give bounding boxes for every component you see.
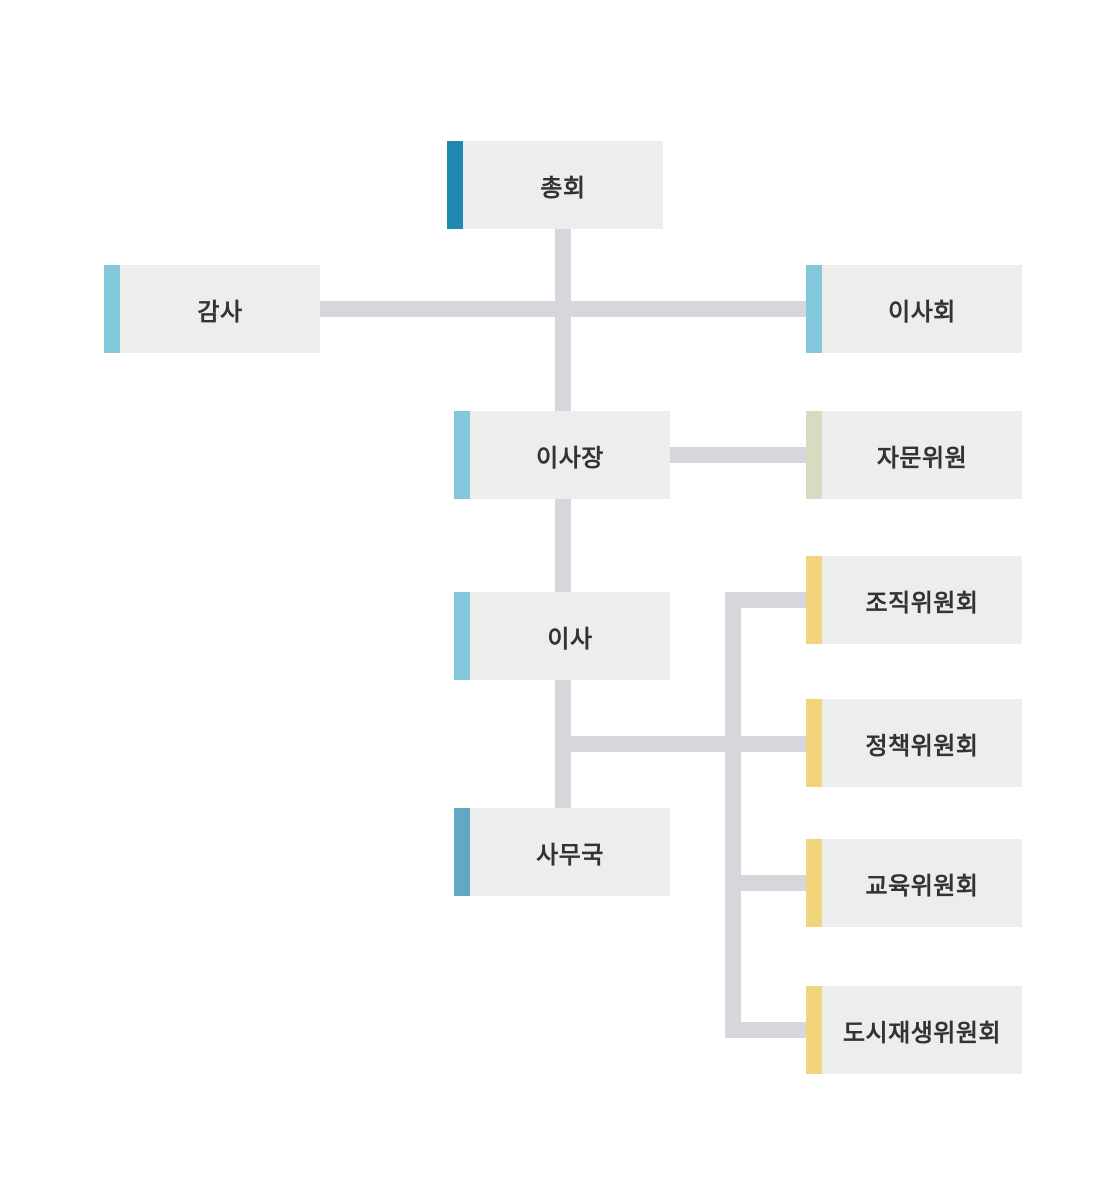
accent-bar xyxy=(454,808,470,896)
accent-bar xyxy=(454,411,470,499)
connector-committee-organization xyxy=(733,592,808,608)
accent-bar xyxy=(806,986,822,1074)
accent-bar xyxy=(806,265,822,353)
connector-committee-education xyxy=(733,875,808,891)
node-advisors: 자문위원 xyxy=(806,411,1022,499)
connector-committee-vertical xyxy=(725,592,741,1038)
accent-bar xyxy=(104,265,120,353)
node-chairman: 이사장 xyxy=(454,411,670,499)
node-general-assembly: 총회 xyxy=(447,141,663,229)
node-label: 이사회 xyxy=(888,297,956,326)
node-secretariat: 사무국 xyxy=(454,808,670,896)
connector-chairman-advisors xyxy=(670,447,808,463)
accent-bar xyxy=(806,411,822,499)
node-label: 사무국 xyxy=(536,840,604,869)
node-label: 감사 xyxy=(197,297,243,326)
node-label: 이사 xyxy=(547,624,593,653)
accent-bar xyxy=(447,141,463,229)
accent-bar xyxy=(806,556,822,644)
node-label: 자문위원 xyxy=(876,443,968,472)
node-board: 이사회 xyxy=(806,265,1022,353)
node-auditor: 감사 xyxy=(104,265,320,353)
node-committee-education: 교육위원회 xyxy=(806,839,1022,927)
node-label: 이사장 xyxy=(536,443,604,472)
connector-committee-urban-regeneration xyxy=(733,1022,808,1038)
node-committee-urban-regeneration: 도시재생위원회 xyxy=(806,986,1022,1074)
node-label: 정책위원회 xyxy=(865,731,979,760)
connector-director-committees xyxy=(563,736,808,752)
node-director: 이사 xyxy=(454,592,670,680)
connector-auditor-board-horizontal xyxy=(319,301,808,317)
node-label: 도시재생위원회 xyxy=(842,1018,1002,1047)
accent-bar xyxy=(454,592,470,680)
node-committee-policy: 정책위원회 xyxy=(806,699,1022,787)
node-label: 총회 xyxy=(540,173,586,202)
node-label: 교육위원회 xyxy=(865,871,979,900)
accent-bar xyxy=(806,839,822,927)
accent-bar xyxy=(806,699,822,787)
node-committee-organization: 조직위원회 xyxy=(806,556,1022,644)
node-label: 조직위원회 xyxy=(865,588,979,617)
